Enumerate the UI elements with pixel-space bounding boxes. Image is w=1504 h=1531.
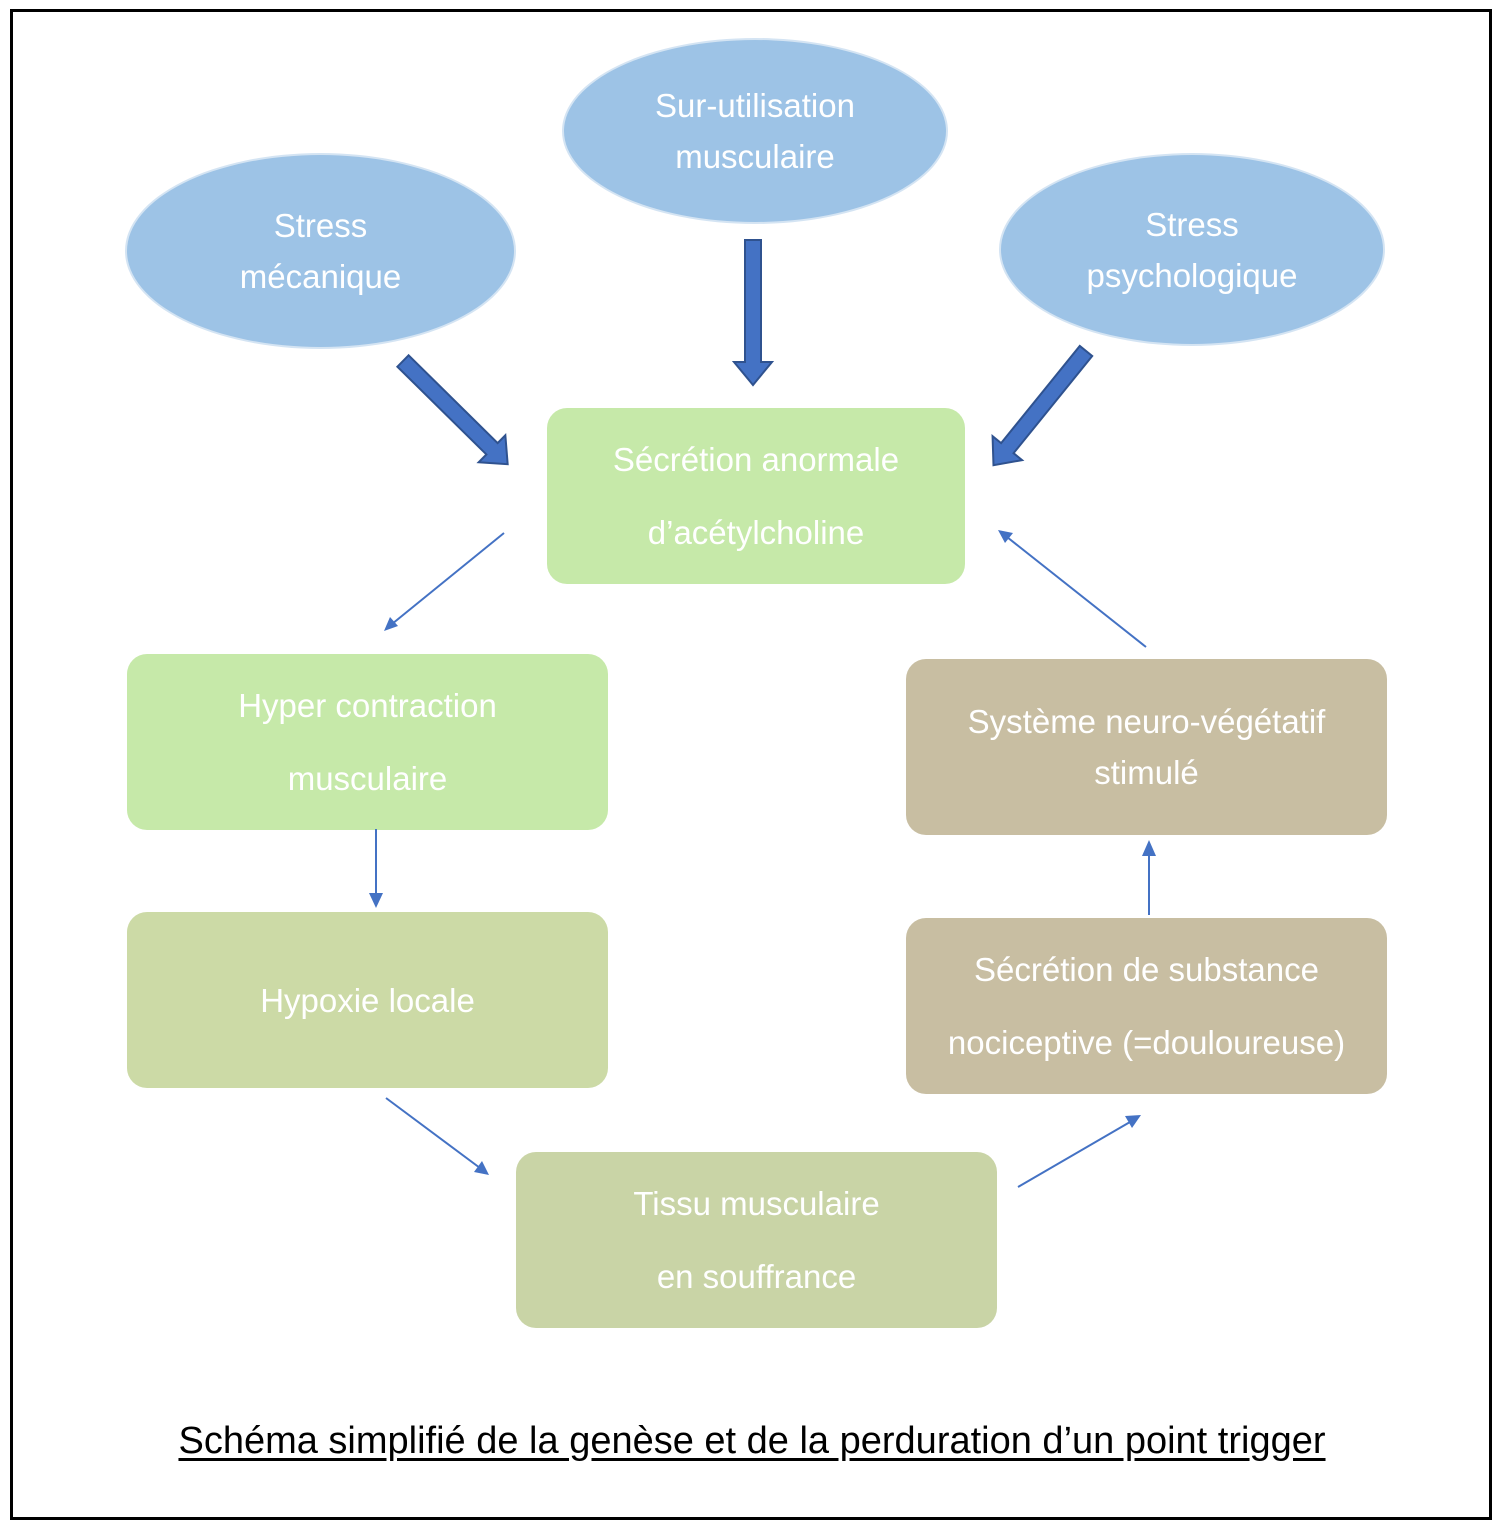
cause-overuse-line1: Sur-utilisation (655, 87, 855, 124)
hypercontraction-line1: Hyper contraction (238, 687, 497, 724)
autonomic-line2: stimulé (1094, 754, 1199, 791)
nociceptive-line1: Sécrétion de substance (974, 951, 1319, 988)
box-acetylcholine-secretion: Sécrétion anormale d’acétylcholine (547, 408, 965, 584)
box-autonomic-system: Système neuro-végétatif stimulé (906, 659, 1387, 835)
thick-arrow-psychological (991, 344, 1094, 467)
box-local-hypoxia: Hypoxie locale (127, 912, 608, 1088)
thick-arrow-overuse (731, 239, 775, 387)
autonomic-line1: Système neuro-végétatif (967, 703, 1326, 740)
thin-arrow-nociceptive-to-autonomic (1142, 840, 1156, 915)
thin-arrow-tissue-to-nociceptive (1017, 1115, 1141, 1188)
cause-mechanical-line2: mécanique (239, 258, 402, 295)
hypercontraction-line2: musculaire (287, 760, 448, 797)
cause-overuse: Sur-utilisation musculaire (562, 38, 948, 224)
thin-arrow-acetylcholine-to-hypercontraction (384, 532, 505, 631)
diagram-frame (10, 9, 1492, 1520)
cause-psychological-line2: psychologique (1086, 256, 1298, 294)
thin-arrow-hypoxia-to-tissue (385, 1097, 489, 1175)
acetylcholine-line1: Sécrétion anormale (612, 441, 900, 478)
thick-arrow-mechanical (395, 353, 509, 466)
tissue-line2: en souffrance (656, 1258, 857, 1295)
diagram-caption: Schéma simplifié de la genèse et de la p… (178, 1420, 1326, 1462)
tissue-line1: Tissu musculaire (633, 1185, 880, 1222)
box-hypercontraction: Hyper contraction musculaire (127, 654, 608, 830)
cause-mechanical-stress: Stress mécanique (125, 153, 516, 349)
cause-psychological-stress: Stress psychologique (999, 153, 1385, 346)
box-suffering-tissue: Tissu musculaire en souffrance (516, 1152, 997, 1328)
thin-arrow-autonomic-to-acetylcholine (998, 530, 1147, 648)
thin-arrow-hypercontraction-to-hypoxia (369, 829, 383, 908)
nociceptive-line2: nociceptive (=douloureuse) (947, 1024, 1346, 1061)
hypoxia-line1: Hypoxie locale (260, 981, 475, 1019)
acetylcholine-line2: d’acétylcholine (647, 514, 865, 551)
cause-overuse-line2: musculaire (675, 138, 835, 175)
box-nociceptive-secretion: Sécrétion de substance nociceptive (=dou… (906, 918, 1387, 1094)
cause-psychological-line1: Stress (1145, 205, 1239, 243)
cause-mechanical-line1: Stress (273, 207, 368, 244)
